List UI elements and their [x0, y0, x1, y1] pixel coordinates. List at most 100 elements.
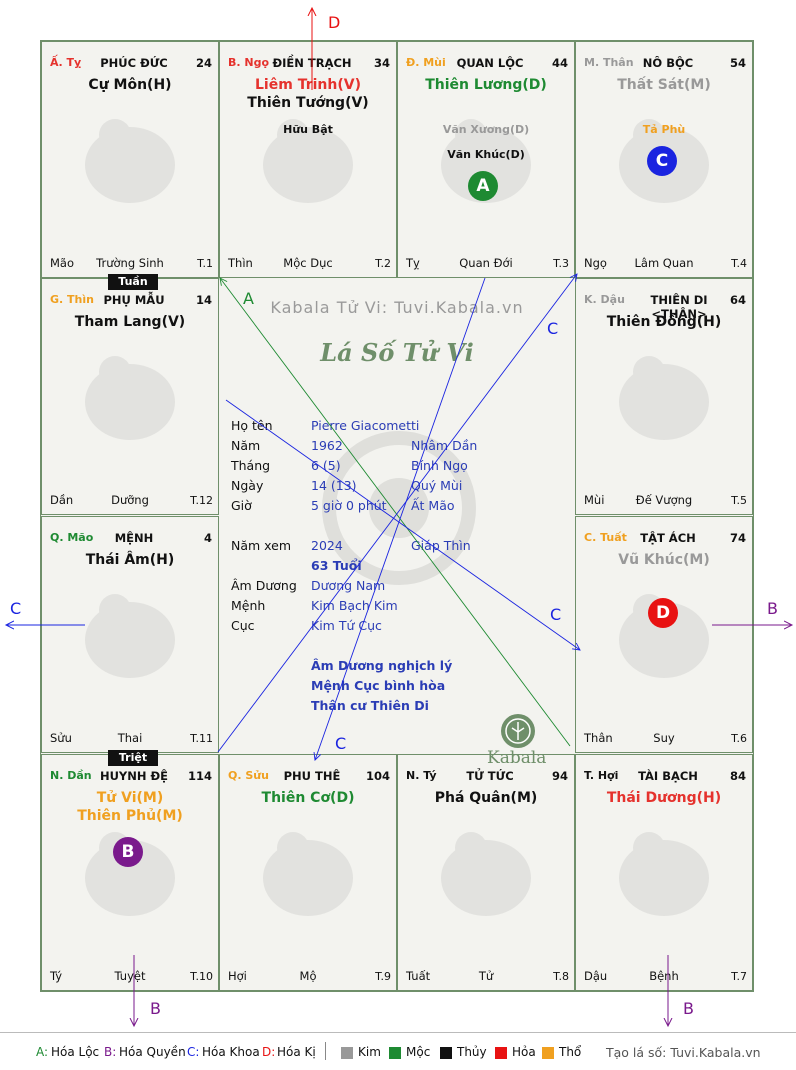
palace-number: 84	[729, 769, 746, 783]
legend-divider	[325, 1042, 326, 1060]
info-value: Pierre Giacometti	[311, 418, 420, 433]
palace-number: 54	[729, 56, 746, 70]
zodiac-watermark-icon	[75, 580, 185, 690]
badge-c: C	[647, 146, 677, 176]
element-swatch	[440, 1047, 452, 1059]
note-line: Mệnh Cục bình hòa	[311, 678, 446, 693]
kabala-brand: Kabala	[487, 748, 547, 768]
info-value: Dương Nam	[311, 578, 386, 593]
palace-can: Q. Mão	[50, 531, 94, 544]
palace-month: T.1	[197, 257, 213, 270]
palace-name: TÀI BẠCH	[638, 769, 698, 783]
palace-name: TỬ TỨC	[466, 769, 514, 783]
palace-can: T. Hợi	[584, 769, 619, 782]
major-star: Thiên Lương(D)	[425, 77, 547, 93]
info-value: 6 (5)	[311, 458, 341, 473]
palace-branch: Dần	[50, 493, 74, 507]
palace-name: ĐIỀN TRẠCH	[272, 56, 352, 70]
palace-name: PHỤ MẪU	[103, 293, 165, 307]
info-value: 1962	[311, 438, 343, 453]
palace-branch: Mão	[50, 256, 75, 270]
major-stars: Thiên Đồng(H)	[576, 313, 752, 331]
minor-star: Hữu Bật	[283, 123, 333, 136]
major-stars: Phá Quân(M)	[398, 789, 574, 807]
site-link[interactable]: Tạo lá số: Tuvi.Kabala.vn	[606, 1045, 761, 1060]
palace-number: 24	[195, 56, 212, 70]
element-label: Hỏa	[512, 1045, 536, 1059]
palace-month: T.4	[731, 257, 747, 270]
palace-stage: Dưỡng	[111, 493, 149, 507]
badge-a: A	[468, 171, 498, 201]
palace-number: 114	[187, 769, 212, 783]
major-star: Cự Môn(H)	[88, 77, 172, 93]
arrow-label-b-right: B	[767, 599, 778, 618]
note-line: Âm Dương nghịch lý	[311, 658, 453, 673]
palace-stage: Lâm Quan	[634, 256, 694, 270]
palace-can: C. Tuất	[584, 531, 627, 544]
arrow-label-d-top: D	[328, 13, 340, 32]
palace-month: T.11	[190, 732, 213, 745]
palace-number: 44	[551, 56, 568, 70]
arrow-label-b-bottom-right: B	[683, 999, 694, 1018]
legend-key: D:	[262, 1045, 276, 1059]
info-label: Ngày	[231, 478, 264, 493]
palace-number: 14	[195, 293, 212, 307]
zodiac-watermark-icon	[75, 342, 185, 452]
palace-stage: Tử	[478, 969, 494, 983]
palace-month: T.10	[190, 970, 213, 983]
palace-month: T.7	[731, 970, 747, 983]
info-label: Tháng	[231, 458, 271, 473]
info-label: Giờ	[231, 498, 252, 513]
info-value: 5 giờ 0 phút	[311, 498, 387, 513]
palace-branch: Mùi	[584, 493, 605, 507]
major-stars: Thiên Cơ(D)	[220, 789, 396, 807]
legend-text: Hóa Quyền	[119, 1045, 186, 1059]
info-label: Âm Dương	[231, 578, 297, 593]
major-star: Tham Lang(V)	[74, 314, 186, 330]
info-canchi: Nhâm Dần	[411, 438, 478, 453]
info-value: Kim Tứ Cục	[311, 618, 382, 633]
kabala-logo-icon	[501, 714, 535, 748]
zodiac-watermark-icon	[253, 105, 363, 215]
year-view-canchi: Giáp Thìn	[411, 538, 471, 553]
palace-branch: Tý	[50, 969, 63, 983]
palace-stage: Thai	[117, 731, 143, 745]
palace-name: TẬT ÁCH	[640, 531, 696, 545]
palace-can: Q. Sửu	[228, 769, 269, 782]
info-label: Cục	[231, 618, 255, 633]
element-swatch	[389, 1047, 401, 1059]
palace-stage: Đế Vượng	[635, 493, 693, 507]
palace-number: 34	[373, 56, 390, 70]
legend-text: Hóa Khoa	[202, 1045, 260, 1059]
info-canchi: Bính Ngọ	[411, 458, 468, 473]
info-value: Kim Bạch Kim	[311, 598, 398, 613]
palace-can: M. Thân	[584, 56, 634, 69]
arrow-label-b-bottom-left: B	[150, 999, 161, 1018]
major-star: Thiên Cơ(D)	[261, 790, 355, 806]
major-stars: Tham Lang(V)	[42, 313, 218, 331]
palace-branch: Sửu	[50, 731, 72, 745]
palace-can: B. Ngọ	[228, 56, 270, 69]
minor-star: Văn Xương(D)	[442, 123, 530, 136]
major-star: Thiên Phủ(M)	[77, 808, 183, 824]
palace-stage: Quan Đới	[459, 256, 513, 270]
element-label: Kim	[358, 1045, 381, 1059]
palace-number: 104	[365, 769, 390, 783]
element-label: Mộc	[406, 1045, 431, 1059]
palace-branch: Thân	[584, 731, 613, 745]
palace-branch: Hợi	[228, 969, 247, 983]
legend-key: B:	[104, 1045, 117, 1059]
palace-branch: Tỵ	[406, 256, 420, 270]
palace-month: T.5	[731, 494, 747, 507]
element-swatch	[542, 1047, 554, 1059]
year-view-label: Năm xem	[231, 538, 292, 553]
major-stars: Thái Âm(H)	[42, 551, 218, 569]
